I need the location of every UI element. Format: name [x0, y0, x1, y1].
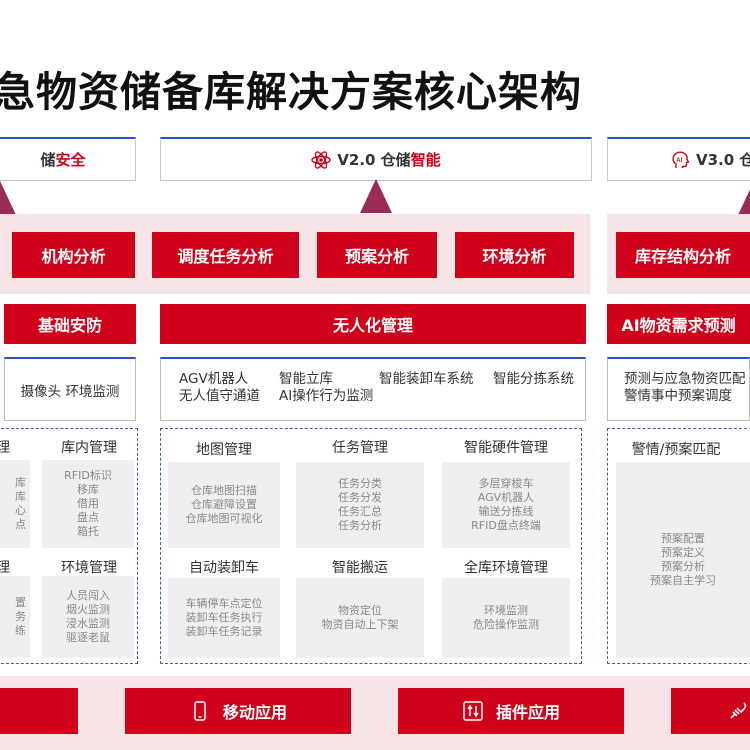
arrow-up-icon	[738, 181, 750, 215]
page-title: 急物资储备库解决方案核心架构	[0, 68, 582, 116]
group-title: 环境管理	[61, 560, 117, 576]
footer-label: 插件应用	[495, 703, 560, 722]
feature-stereo-warehouse: 智能立库	[279, 371, 333, 387]
footer-band	[0, 676, 750, 750]
feature-behavior-monitor: AI操作行为监测	[279, 388, 374, 404]
group-body: 库库心点	[0, 460, 30, 548]
analysis-org: 机构分析	[12, 232, 135, 278]
group-title: 理	[0, 440, 10, 456]
feature-box-ai: 预测与应急物资匹配 警情事中预案调度	[607, 357, 750, 421]
footer-block-left	[0, 688, 78, 734]
arrow-up-icon	[0, 181, 16, 215]
category-ai-forecast: AI物资需求预测	[607, 304, 750, 344]
group-title: 理	[0, 560, 10, 576]
version-label: 储	[40, 151, 56, 169]
feature-text: 摄像头 环境监测	[20, 383, 120, 400]
group-body: 人员闯入烟火监测浸水监测驱逐老鼠	[42, 576, 134, 658]
category-security: 基础安防	[4, 304, 136, 344]
footer-plugin-app: 插件应用	[398, 688, 624, 734]
group-body: 车辆停车点定位装卸车任务执行装卸车任务记录	[168, 578, 280, 658]
feature-sorting-system: 智能分拣系统	[493, 371, 574, 387]
version-box-v3: AI V3.0 仓	[607, 137, 750, 181]
plug-icon	[727, 700, 749, 722]
analysis-plan: 预案分析	[317, 232, 437, 278]
ai-head-icon: AI	[670, 150, 690, 170]
plugin-icon	[462, 700, 484, 722]
svg-text:AI: AI	[676, 158, 682, 164]
group-title: 警情/预案匹配	[631, 442, 721, 458]
group-title: 智能搬运	[332, 560, 388, 576]
footer-mobile-app: 移动应用	[125, 688, 351, 734]
footer-label: 移动应用	[222, 703, 287, 722]
version-box-v2: V2.0 仓储智能	[160, 137, 592, 181]
group-title: 地图管理	[196, 442, 252, 458]
version-highlight: 安全	[55, 151, 86, 169]
feature-box-security: 摄像头 环境监测	[4, 357, 136, 421]
arrow-up-icon	[360, 179, 392, 213]
group-body: 任务分类任务分发任务汇总任务分析	[296, 462, 424, 548]
analysis-inventory: 库存结构分析	[616, 232, 750, 278]
category-unmanned: 无人化管理	[160, 304, 586, 344]
feature-agv: AGV机器人	[179, 371, 249, 387]
group-body: 物资定位物资自动上下架	[296, 578, 424, 658]
version-label: V3.0 仓	[696, 151, 750, 169]
analysis-env: 环境分析	[455, 232, 574, 278]
group-title: 自动装卸车	[189, 560, 259, 576]
footer-block-right	[671, 688, 750, 734]
feature-loading-system: 智能装卸车系统	[379, 371, 474, 387]
group-body: 环境监测危险操作监测	[442, 578, 570, 658]
group-body: 仓库地图扫描仓库避障设置仓库地图可视化	[168, 462, 280, 548]
feature-dispatch: 警情事中预案调度	[624, 388, 732, 404]
version-highlight: 智能	[410, 151, 441, 169]
group-title: 任务管理	[332, 440, 388, 456]
version-box-v1: 储安全	[0, 137, 136, 181]
feature-match: 预测与应急物资匹配	[624, 371, 746, 387]
group-title: 库内管理	[61, 440, 117, 456]
feature-box-unmanned: AGV机器人 智能立库 智能装卸车系统 智能分拣系统 无人值守通道 AI操作行为…	[160, 357, 586, 421]
group-title: 智能硬件管理	[464, 440, 548, 456]
group-body: 置务练	[0, 576, 30, 658]
phone-icon	[189, 700, 211, 722]
group-title: 全库环境管理	[464, 560, 548, 576]
group-body: RFID标识移库借用盘点箱托	[42, 460, 134, 548]
feature-unattended-channel: 无人值守通道	[179, 388, 260, 404]
analysis-dispatch: 调度任务分析	[152, 232, 299, 278]
version-label: V2.0 仓储	[337, 151, 411, 169]
atom-icon	[311, 150, 331, 170]
group-body: 预案配置预案定义预案分析预案自主学习	[616, 462, 750, 658]
